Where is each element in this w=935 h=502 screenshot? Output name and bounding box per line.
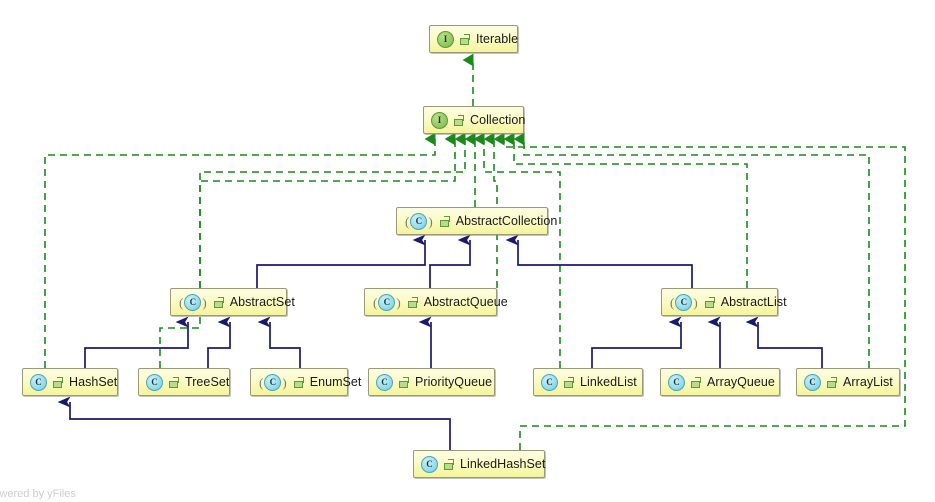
class-node-label: ArrayList: [843, 375, 893, 389]
edge-treeset-abstractset: [207, 316, 231, 368]
class-node-abstractlist[interactable]: (C) AbstractList: [661, 288, 787, 316]
class-node-label: EnumSet: [309, 375, 362, 389]
class-node-enumset[interactable]: (C) EnumSet: [250, 368, 361, 396]
class-node-label: AbstractList: [720, 295, 787, 309]
class-node-label: ArrayQueue: [707, 375, 775, 389]
abstract-paren-right: ): [693, 294, 698, 310]
class-icon: C: [264, 373, 282, 391]
edge-arraylist-collection: [513, 132, 870, 368]
abstract-paren-right: ): [202, 294, 207, 310]
edge-abstractlist-abstractcollection: [505, 234, 693, 288]
watermark-label: Powered by yFiles: [0, 488, 76, 500]
visibility-public-icon: [399, 376, 410, 388]
abstract-paren-left: (: [259, 374, 264, 390]
generalization-edges: [57, 234, 823, 450]
class-node-label: AbstractSet: [229, 295, 295, 309]
class-node-priorityqueue[interactable]: C PriorityQueue: [368, 368, 495, 396]
class-node-treeset[interactable]: C TreeSet: [138, 368, 230, 396]
class-node-collection[interactable]: I Collection: [423, 106, 526, 134]
class-node-label: AbstractCollection: [455, 214, 558, 228]
class-node-arrayqueue[interactable]: C ArrayQueue: [660, 368, 780, 396]
class-node-label: TreeSet: [185, 375, 230, 389]
visibility-public-icon: [293, 376, 305, 388]
interface-icon: I: [431, 111, 448, 129]
edge-abstractset-abstractcollection: [256, 234, 426, 288]
class-icon: C: [146, 373, 163, 391]
class-icon: C: [410, 212, 428, 230]
abstract-paren-right: ): [396, 294, 401, 310]
visibility-public-icon: [704, 296, 716, 308]
abstract-paren-right: ): [428, 213, 433, 229]
class-node-label: Iterable: [476, 32, 519, 46]
class-node-label: Collection: [470, 113, 526, 127]
interface-icon: I: [437, 30, 454, 48]
visibility-public-icon: [460, 33, 471, 45]
visibility-public-icon: [444, 458, 455, 470]
abstract-paren-right: ): [282, 374, 287, 390]
class-node-label: HashSet: [69, 375, 118, 389]
edge-treeset-collection: [159, 132, 466, 368]
abstract-class-icon: (C): [372, 293, 402, 311]
abstract-paren-left: (: [670, 294, 675, 310]
class-node-label: LinkedHashSet: [460, 457, 546, 471]
edge-abstractqueue-abstractcollection: [429, 234, 471, 288]
class-icon: C: [421, 455, 438, 473]
visibility-public-icon: [439, 215, 451, 227]
class-icon: C: [804, 373, 821, 391]
class-node-hashset[interactable]: C HashSet: [22, 368, 118, 396]
edge-enumset-abstractset: [257, 316, 301, 368]
visibility-public-icon: [213, 296, 225, 308]
class-node-label: LinkedList: [580, 375, 637, 389]
visibility-public-icon: [564, 376, 575, 388]
visibility-public-icon: [691, 376, 702, 388]
visibility-public-icon: [827, 376, 838, 388]
class-icon: C: [541, 373, 558, 391]
edge-hashset-collection: [44, 132, 436, 368]
edge-linkedlist-collection: [473, 132, 561, 368]
class-node-arraylist[interactable]: C ArrayList: [796, 368, 900, 396]
abstract-class-icon: (C): [258, 373, 288, 391]
class-icon: C: [675, 293, 693, 311]
edge-linkedlist-abstractlist: [591, 316, 682, 368]
class-icon: C: [378, 293, 396, 311]
abstract-class-icon: (C): [669, 293, 699, 311]
abstract-paren-left: (: [179, 294, 184, 310]
class-node-linkedhashset[interactable]: C LinkedHashSet: [413, 450, 545, 478]
visibility-public-icon: [407, 296, 419, 308]
class-icon: C: [30, 373, 47, 391]
class-node-abstractset[interactable]: (C) AbstractSet: [170, 288, 295, 316]
class-node-label: AbstractQueue: [423, 295, 508, 309]
abstract-class-icon: (C): [178, 293, 208, 311]
edge-hashset-abstractset: [84, 316, 189, 368]
visibility-public-icon: [454, 114, 465, 126]
class-node-label: PriorityQueue: [415, 375, 493, 389]
class-node-abstractcollection[interactable]: (C) AbstractCollection: [396, 207, 557, 235]
class-icon: C: [668, 373, 685, 391]
class-icon: C: [376, 373, 393, 391]
edge-arraylist-abstractlist: [745, 316, 823, 368]
class-node-iterable[interactable]: I Iterable: [429, 25, 518, 53]
class-node-linkedlist[interactable]: C LinkedList: [533, 368, 643, 396]
class-icon: C: [184, 293, 202, 311]
abstract-class-icon: (C): [404, 212, 434, 230]
abstract-paren-left: (: [373, 294, 378, 310]
edge-linkedhashset-hashset: [57, 396, 451, 450]
class-node-abstractqueue[interactable]: (C) AbstractQueue: [364, 288, 508, 316]
abstract-paren-left: (: [405, 213, 410, 229]
visibility-public-icon: [53, 376, 64, 388]
visibility-public-icon: [169, 376, 180, 388]
